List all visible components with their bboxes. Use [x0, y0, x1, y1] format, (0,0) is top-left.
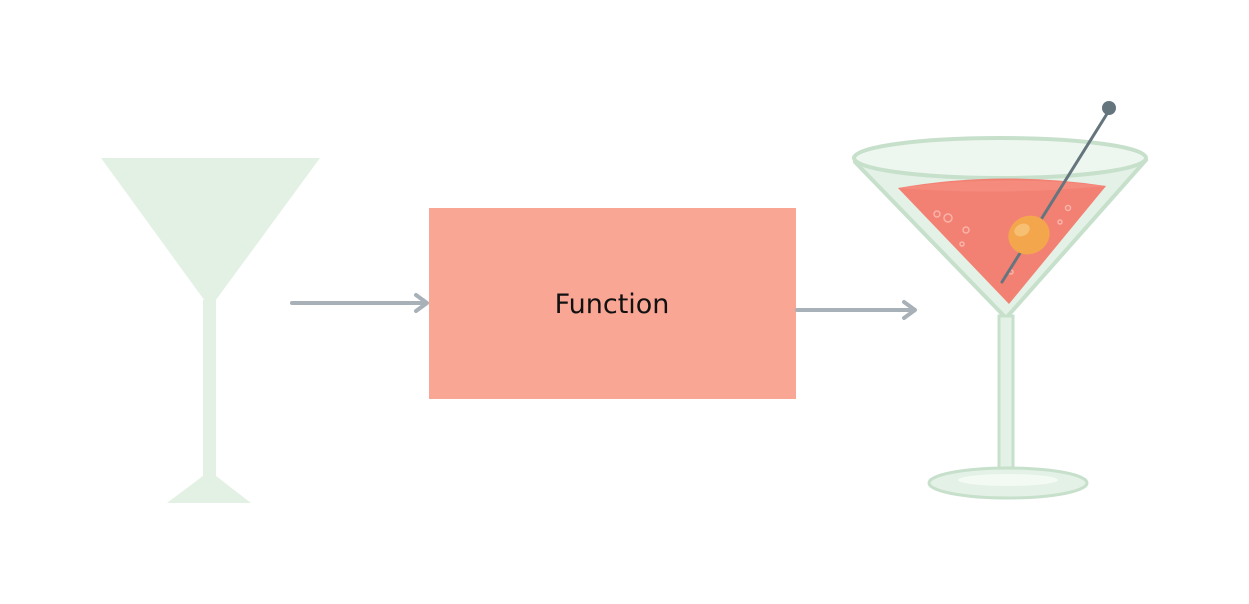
input-arrow: [290, 293, 429, 313]
olive-highlight: [1014, 223, 1030, 237]
glass-bowl: [101, 158, 320, 308]
cocktail-glass-stem: [997, 314, 1015, 478]
glass-foot: [167, 476, 251, 503]
function-label: Function: [555, 289, 670, 320]
function-box: Function: [429, 208, 796, 399]
cocktail-glass-foot-shine: [958, 474, 1058, 486]
cocktail-pick-head: [1102, 101, 1116, 115]
cocktail-drink: [898, 178, 1106, 304]
cocktail-pick: [1000, 107, 1112, 284]
cocktail-drink-surface: [898, 180, 1106, 192]
cocktail-glass-rim: [852, 136, 1148, 180]
empty-martini-glass-icon: [101, 158, 320, 503]
function-box-rect: [429, 208, 796, 399]
drink-bubbles: [933, 204, 1072, 275]
filled-martini-glass-icon: [852, 101, 1148, 500]
glass-stem: [203, 300, 216, 478]
output-arrow: [795, 300, 917, 320]
